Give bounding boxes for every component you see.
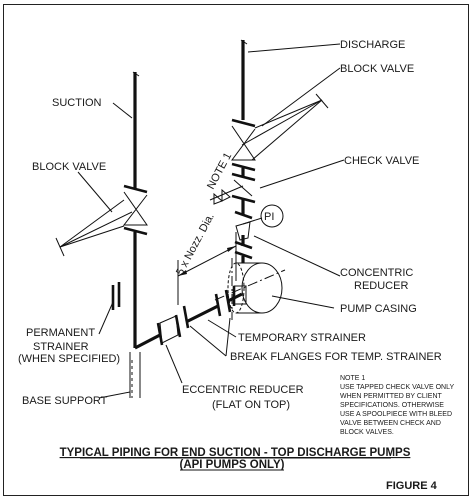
note-line-5: VALVE BETWEEN CHECK AND [340,420,441,427]
leader-lines [77,43,345,399]
note-heading: NOTE 1 [340,375,365,382]
title-line-2: (API PUMPS ONLY) [179,459,284,471]
title-line-1: TYPICAL PIPING FOR END SUCTION - TOP DIS… [60,447,411,459]
block-valve-top-symbol [231,93,329,172]
suction-label: SUCTION [52,97,102,109]
base-support-symbol [129,352,141,398]
discharge-label: DISCHARGE [340,39,405,51]
note-ref-label: NOTE 1 [205,151,234,192]
tapped-check-valve-symbol: NOTE 1 [205,151,244,205]
permanent-strainer-label-3: (WHEN SPECIFIED) [18,353,120,365]
note-1-block: NOTE 1 USE TAPPED CHECK VALVE ONLY WHEN … [340,375,454,436]
pi-label: PI [264,211,274,223]
note-line-1: USE TAPPED CHECK VALVE ONLY [340,384,454,391]
note-line-4: USE A SPOOLPIECE WITH BLEED [340,411,452,418]
note-line-6: BLOCK VALVES. [340,429,394,436]
note-line-3: SPECIFICATIONS. OTHERWISE [340,402,444,409]
figure-label: FIGURE 4 [386,480,438,492]
pump-casing-symbol [214,258,286,320]
check-valve-symbol [231,172,256,204]
permanent-strainer-label-2: STRAINER [33,341,89,353]
eccentric-reducer-symbol [156,314,182,346]
suction-pipe [132,71,243,350]
block-valve-left-label: BLOCK VALVE [32,161,106,173]
block-valve-top-label: BLOCK VALVE [340,63,414,75]
eccentric-reducer-label-1: ECCENTRIC REDUCER [182,384,304,396]
pressure-indicator: PI [242,204,284,228]
permanent-strainer-label-1: PERMANENT [26,327,95,339]
concentric-reducer-label-2: REDUCER [354,280,408,292]
break-flanges-label: BREAK FLANGES FOR TEMP. STRAINER [230,351,442,363]
concentric-reducer-label-1: CONCENTRIC [340,267,413,279]
block-valve-left-symbol [55,184,148,257]
check-valve-label: CHECK VALVE [344,155,419,167]
permanent-strainer-symbol [111,282,121,310]
note-line-2: WHEN PERMITTED BY CLIENT [340,393,442,400]
base-support-label: BASE SUPPORT [22,395,108,407]
eccentric-reducer-label-2: (FLAT ON TOP) [212,399,290,411]
pump-casing-label: PUMP CASING [340,303,417,315]
temporary-strainer-label: TEMPORARY STRAINER [238,332,366,344]
temporary-strainer-symbol [182,289,232,329]
discharge-pipe [240,39,248,263]
